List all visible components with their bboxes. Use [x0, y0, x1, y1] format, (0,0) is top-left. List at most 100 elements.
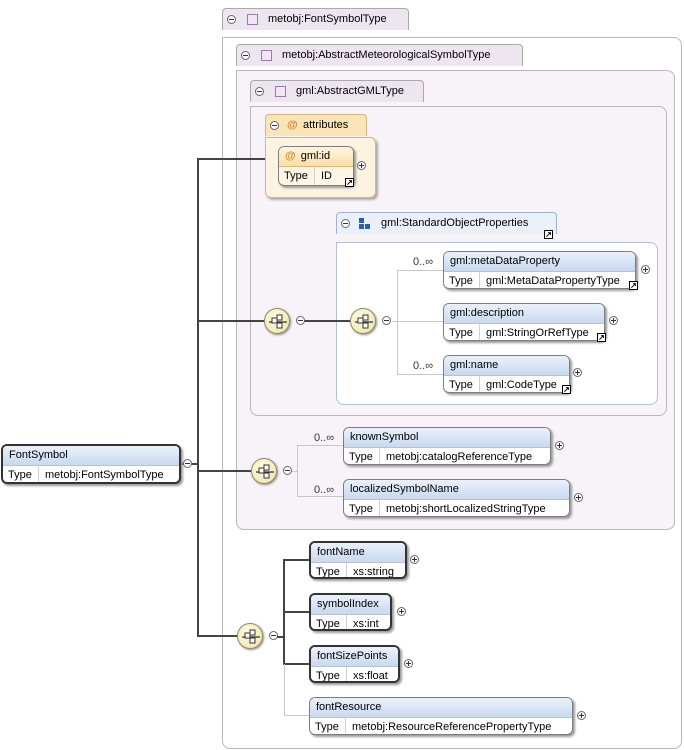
attributes-tab: @ attributes	[265, 114, 367, 136]
collapse-icon[interactable]	[241, 51, 250, 60]
font-symbol-type-label: metobj:FontSymbolType	[268, 13, 387, 25]
type-key: Type	[311, 667, 347, 681]
cardinality: 0..∞	[314, 484, 335, 496]
attributes-label: attributes	[303, 119, 349, 131]
collapse-icon[interactable]	[183, 459, 192, 468]
connector-line	[292, 471, 298, 472]
abstract-gml-type-label: gml:AbstractGMLType	[296, 85, 404, 97]
collapse-icon[interactable]	[382, 316, 391, 325]
group-icon	[359, 218, 364, 223]
collapse-icon[interactable]	[255, 87, 264, 96]
type-value: gml:CodeType	[486, 379, 557, 391]
collapse-icon[interactable]	[227, 15, 236, 24]
group-icon	[359, 224, 364, 229]
element-fontresource[interactable]: fontResource Type metobj:ResourceReferenc…	[309, 697, 573, 735]
element-name: FontSymbol	[3, 446, 179, 466]
element-name: symbolIndex	[311, 595, 390, 615]
element-name: fontName	[311, 543, 405, 563]
type-key: Type	[311, 563, 347, 577]
connector-line	[283, 611, 309, 613]
collapse-icon[interactable]	[283, 466, 292, 475]
collapse-icon[interactable]	[341, 219, 350, 228]
sequence-compositor-icon[interactable]	[264, 308, 290, 334]
type-value: metobj:FontSymbolType	[45, 469, 164, 481]
expand-icon[interactable]	[357, 161, 366, 170]
type-value: gml:StringOrRefType	[486, 327, 589, 339]
connector-line	[397, 270, 398, 375]
element-localizedsymbolname[interactable]: localizedSymbolName Type metobj:shortLoca…	[343, 479, 570, 517]
sequence-compositor-icon[interactable]	[350, 308, 376, 334]
cardinality: 0..∞	[413, 256, 434, 268]
type-key: Type	[444, 324, 480, 340]
element-name: fontSizePoints	[311, 647, 398, 667]
connector-line	[284, 664, 285, 716]
connector-line	[297, 445, 343, 446]
connector-line	[302, 320, 350, 322]
type-value: xs:string	[353, 566, 394, 578]
connector-line	[397, 270, 443, 271]
complex-type-icon	[261, 50, 272, 61]
expand-icon[interactable]	[397, 607, 406, 616]
sequence-compositor-icon[interactable]	[237, 623, 263, 649]
standard-props-tab: gml:StandardObjectProperties	[336, 212, 557, 234]
element-gml-description[interactable]: gml:description Type gml:StringOrRefType	[443, 303, 605, 341]
element-name: gml:description	[444, 304, 604, 324]
connector-line	[284, 715, 310, 716]
connector-line	[297, 445, 298, 497]
expand-icon[interactable]	[641, 265, 650, 274]
attribute-icon: @	[285, 150, 296, 162]
jump-icon[interactable]	[544, 230, 553, 239]
expand-icon[interactable]	[574, 493, 583, 502]
connector-line	[283, 559, 309, 561]
element-name: gml:name	[444, 356, 569, 376]
connector-line	[397, 321, 443, 322]
font-symbol-type-tab: metobj:FontSymbolType	[222, 8, 409, 30]
connector-line	[197, 158, 265, 160]
jump-icon[interactable]	[345, 178, 354, 187]
expand-icon[interactable]	[609, 316, 618, 325]
type-value: ID	[321, 170, 332, 182]
jump-icon[interactable]	[629, 281, 638, 290]
abstract-met-type-tab: metobj:AbstractMeteorologicalSymbolType	[236, 44, 523, 66]
element-fontsizepoints[interactable]: fontSizePoints Type xs:float	[309, 645, 400, 683]
type-key: Type	[444, 272, 480, 288]
type-value: xs:float	[353, 670, 388, 682]
abstract-met-type-label: metobj:AbstractMeteorologicalSymbolType	[282, 49, 491, 61]
element-name: localizedSymbolName	[344, 480, 569, 500]
type-key: Type	[344, 500, 380, 516]
type-value: metobj:ResourceReferencePropertyType	[352, 721, 552, 733]
collapse-icon[interactable]	[270, 121, 279, 130]
connector-line	[197, 158, 199, 637]
type-key: Type	[3, 466, 39, 482]
jump-icon[interactable]	[597, 333, 606, 342]
type-value: metobj:shortLocalizedStringType	[386, 503, 546, 515]
element-name: fontResource	[310, 698, 572, 718]
type-key: Type	[310, 718, 346, 734]
connector-line	[397, 374, 443, 375]
expand-icon[interactable]	[404, 659, 413, 668]
connector-line	[392, 321, 398, 322]
cardinality: 0..∞	[413, 360, 434, 372]
attribute-icon: @	[287, 119, 298, 131]
type-key: Type	[279, 167, 315, 185]
complex-type-icon	[247, 14, 258, 25]
expand-icon[interactable]	[573, 368, 582, 377]
expand-icon[interactable]	[410, 555, 419, 564]
type-value: xs:int	[353, 618, 379, 630]
collapse-icon[interactable]	[269, 631, 278, 640]
expand-icon[interactable]	[577, 711, 586, 720]
root-element-fontsymbol[interactable]: FontSymbol Type metobj:FontSymbolType	[1, 444, 181, 484]
abstract-gml-type-tab: gml:AbstractGMLType	[250, 80, 424, 102]
element-name: knownSymbol	[344, 428, 550, 448]
jump-icon[interactable]	[562, 385, 571, 394]
type-value: metobj:catalogReferenceType	[386, 451, 533, 463]
collapse-icon[interactable]	[296, 316, 305, 325]
sequence-compositor-icon[interactable]	[251, 458, 277, 484]
expand-icon[interactable]	[555, 441, 564, 450]
element-fontname[interactable]: fontName Type xs:string	[309, 541, 407, 579]
